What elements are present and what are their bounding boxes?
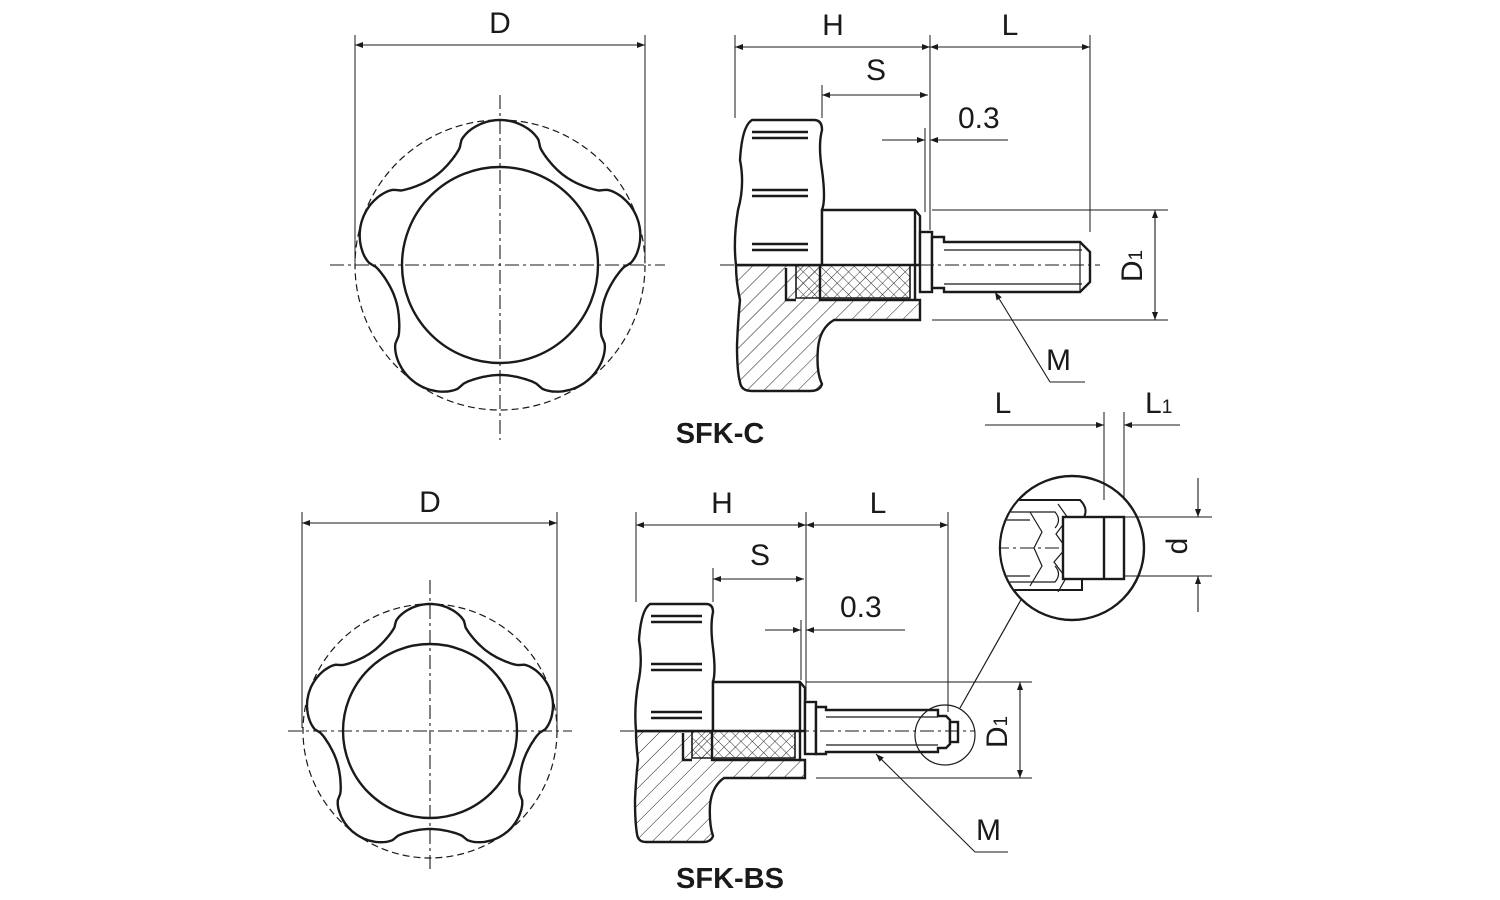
sfk-bs-dimension-D: D [301, 486, 558, 728]
sfk-c-dimension-L: L [930, 9, 1091, 232]
sfk-c-label-D: D [489, 7, 511, 40]
detail-plunger-pin [1061, 515, 1126, 581]
detail-dimension-d: d [1124, 478, 1212, 612]
sfk-c-leader-M: M [994, 291, 1085, 383]
detail-label-L1: L1 [1145, 387, 1172, 420]
sfk-c-insert-section [795, 264, 911, 299]
sfk-c-label-S: S [866, 54, 886, 87]
detail-connector-line [959, 597, 1023, 709]
sfk-c-label-gap: 0.3 [958, 102, 1000, 135]
sfk-bs-label-L: L [870, 487, 887, 520]
sfk-c-label-D1: D1 [1116, 250, 1149, 282]
sfk-c-knob-upper [733, 118, 826, 267]
sfk-bs-label-H: H [711, 487, 733, 520]
sfk-c-hub [820, 208, 922, 267]
sfk-c-knob-section [734, 263, 922, 393]
sfk-bs-label-gap: 0.3 [840, 591, 882, 624]
sfk-bs-label-D: D [419, 486, 441, 519]
sfk-bs-knob-section [633, 729, 807, 844]
detail-callout-circle [914, 704, 976, 766]
sfk-c-dimension-D1: D1 [932, 209, 1168, 321]
sfk-c-label-H: H [822, 9, 844, 42]
sfk-c-label-L: L [1002, 9, 1019, 42]
sfk-bs-dimension-D1: D1 [806, 681, 1032, 779]
sfk-bs-hub [711, 680, 807, 733]
sfk-c-front-view [330, 95, 665, 440]
sfk-c-dimension-S: S [821, 54, 928, 118]
detail-dimension-L-L1: L L1 [985, 387, 1180, 500]
sfk-c-screw [930, 235, 1092, 294]
sfk-bs-ball-plunger-tip [948, 720, 960, 744]
sfk-c-dimension-gap: 0.3 [882, 102, 1008, 212]
sfk-bs-knob-upper [634, 602, 716, 733]
sfk-bs-label-S: S [750, 539, 770, 572]
sfk-bs-dimension-L: L [806, 487, 949, 712]
sfk-bs-label-M: M [976, 814, 1001, 847]
sfk-bs-front-view [288, 580, 572, 870]
sfk-bs-dimension-gap: 0.3 [765, 591, 905, 680]
detail-label-d: d [1161, 538, 1194, 555]
sfk-bs-insert-section [691, 730, 796, 759]
sfk-c-dimension-H: H [734, 9, 931, 230]
sfk-c-dimension-D: D [354, 7, 646, 262]
sfk-bs-side-view [620, 602, 975, 844]
sfk-bs-model-title: SFK-BS [676, 863, 784, 895]
sfk-bs-leader-M: M [875, 753, 1008, 853]
sfk-bs-dimension-S: S [712, 539, 804, 602]
sfk-bs-label-D1: D1 [981, 716, 1014, 748]
sfk-c-washer [918, 230, 934, 294]
sfk-bs-washer [803, 700, 818, 756]
sfk-c-model-title: SFK-C [676, 418, 765, 450]
sfk-c-side-view [720, 118, 1100, 393]
sfk-bs-dimension-H: H [635, 487, 807, 700]
sfk-c-label-M: M [1046, 344, 1071, 377]
detail-view [914, 474, 1146, 766]
detail-label-L: L [995, 387, 1012, 420]
